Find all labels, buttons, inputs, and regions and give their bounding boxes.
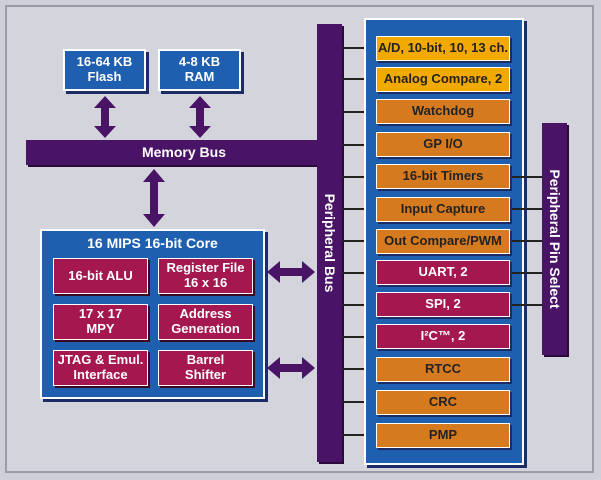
bus-connector-tick	[342, 208, 364, 210]
ram-bus-arrow	[189, 96, 211, 138]
register-file-cell: Register File 16 x 16	[158, 258, 253, 294]
gpio-block: GP I/O	[376, 132, 510, 157]
bus-connector-tick	[342, 434, 364, 436]
ram-block: 4-8 KB RAM	[158, 49, 241, 91]
bus-connector-tick	[342, 47, 364, 49]
rtcc-block: RTCC	[376, 357, 510, 382]
pin-select-connector-tick	[511, 208, 542, 210]
peripheral-bus-label: Peripheral Bus	[321, 193, 338, 293]
output-compare-pwm-block: Out Compare/PWM	[376, 229, 510, 254]
core-peripheral-arrow-lower	[267, 357, 315, 379]
peripheral-bus: Peripheral Bus	[317, 24, 342, 462]
bus-connector-tick	[342, 176, 364, 178]
pin-select-connector-tick	[511, 304, 542, 306]
bus-connector-tick	[342, 111, 364, 113]
pin-select-connector-tick	[511, 176, 542, 178]
spi-block: SPI, 2	[376, 292, 510, 317]
input-capture-block: Input Capture	[376, 197, 510, 222]
core-title: 16 MIPS 16-bit Core	[87, 235, 218, 251]
adc-block: A/D, 10-bit, 10, 13 ch.	[376, 36, 510, 61]
bus-connector-tick	[342, 240, 364, 242]
watchdog-block: Watchdog	[376, 99, 510, 124]
alu-cell: 16-bit ALU	[53, 258, 148, 294]
uart-block: UART, 2	[376, 260, 510, 285]
bus-connector-tick	[342, 368, 364, 370]
multiplier-cell: 17 x 17 MPY	[53, 304, 148, 340]
memory-bus: Memory Bus	[26, 140, 342, 165]
flash-block: 16-64 KB Flash	[63, 49, 146, 91]
bus-connector-tick	[342, 304, 364, 306]
i2c-block: I²C™, 2	[376, 324, 510, 349]
barrel-shifter-cell: Barrel Shifter	[158, 350, 253, 386]
analog-compare-block: Analog Compare, 2	[376, 67, 510, 92]
bus-connector-tick	[342, 144, 364, 146]
bus-connector-tick	[342, 401, 364, 403]
jtag-interface-cell: JTAG & Emul. Interface	[53, 350, 148, 386]
bus-connector-tick	[342, 336, 364, 338]
pin-select-connector-tick	[511, 272, 542, 274]
bus-connector-tick	[342, 272, 364, 274]
core-peripheral-arrow-upper	[267, 261, 315, 283]
peripheral-pin-select-label: Peripheral Pin Select	[546, 169, 563, 309]
peripheral-pin-select: Peripheral Pin Select	[542, 123, 567, 355]
pmp-block: PMP	[376, 423, 510, 448]
core-bus-arrow	[143, 169, 165, 227]
address-generation-cell: Address Generation	[158, 304, 253, 340]
crc-block: CRC	[376, 390, 510, 415]
flash-bus-arrow	[94, 96, 116, 138]
pin-select-connector-tick	[511, 240, 542, 242]
timers-block: 16-bit Timers	[376, 164, 510, 189]
bus-connector-tick	[342, 78, 364, 80]
